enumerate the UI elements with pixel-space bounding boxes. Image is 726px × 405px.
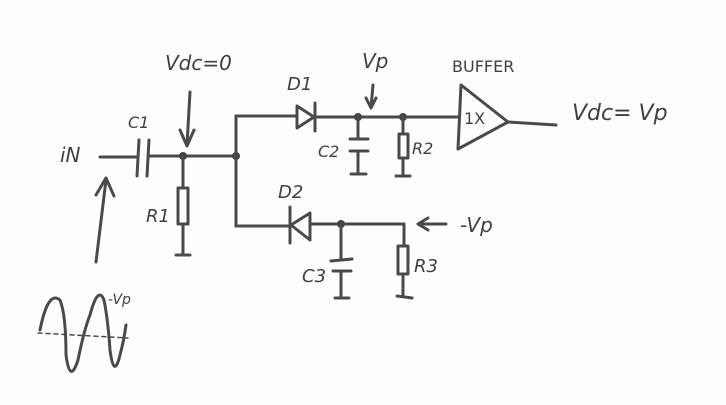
r1-label: R1 [146, 206, 170, 227]
buffer-amplifier [456, 83, 510, 151]
sine-waveform-icon [37, 293, 129, 373]
vdc-zero-label: Vdc=0 [165, 51, 232, 75]
r3-label: R3 [414, 256, 438, 277]
capacitor-c1 [135, 138, 151, 178]
r2-label: R2 [412, 139, 433, 158]
resistor-r2 [397, 132, 410, 160]
buffer-gain-label: 1X [464, 109, 485, 128]
c2-label: C2 [318, 142, 339, 161]
output-label: Vdc= Vp [572, 101, 668, 126]
vp-label: Vp [362, 49, 388, 73]
vp-arrow-icon [364, 83, 378, 110]
diode-d2 [288, 205, 312, 245]
negvp-label: -Vp [460, 213, 493, 237]
output-wire [506, 120, 558, 127]
ground-r3-icon [395, 294, 414, 300]
waveform-peak-label: -Vp [108, 292, 131, 308]
capacitor-c3-plate-top [329, 257, 354, 263]
vdc-zero-arrow-icon [178, 90, 196, 148]
input-arrow-icon [94, 176, 116, 264]
d2-label: D2 [278, 182, 303, 203]
c1-label: C1 [128, 113, 149, 132]
input-label: iN [60, 143, 81, 167]
buffer-title: BUFFER [452, 57, 514, 76]
d1-label: D1 [287, 74, 312, 95]
resistor-r3 [396, 244, 410, 276]
resistor-r1 [176, 186, 190, 226]
negvp-arrow-icon [416, 216, 448, 232]
c3-label: C3 [302, 266, 326, 287]
diode-d1 [295, 101, 317, 133]
